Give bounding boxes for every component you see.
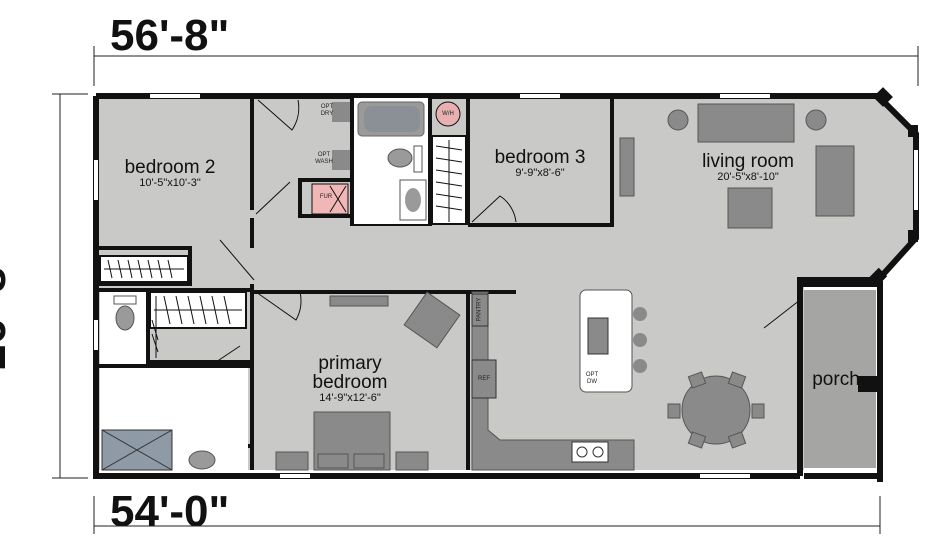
laundry-area bbox=[311, 102, 350, 215]
opt-dw-label: OPT DW bbox=[582, 372, 602, 386]
primary-bath bbox=[100, 292, 248, 472]
opt-wash-label-1: OPT bbox=[317, 152, 331, 158]
primary-bedroom-name-2: bedroom bbox=[312, 372, 388, 393]
living-room-name: living room bbox=[702, 151, 794, 172]
furnace-label: FUR bbox=[319, 194, 333, 200]
windows bbox=[94, 94, 918, 478]
primary-bedroom-furniture bbox=[275, 291, 461, 471]
opt-wash-label: OPT WASH bbox=[312, 152, 336, 166]
ref-label: REF bbox=[478, 376, 490, 382]
porch-name: porch bbox=[812, 369, 860, 390]
primary-bedroom-size: 14'-9"x12'-6" bbox=[319, 392, 381, 404]
primary-bedroom-name-1: primary bbox=[318, 353, 382, 374]
bedroom3-name: bedroom 3 bbox=[494, 147, 586, 168]
primary-closet bbox=[149, 291, 247, 358]
water-heater bbox=[435, 101, 461, 127]
bedroom2-label: bedroom 2 10'-5"x10'-3" bbox=[110, 158, 230, 189]
dining-table bbox=[667, 371, 765, 449]
bedroom2-closet bbox=[99, 255, 189, 283]
overall-width-top-label: 56'-8" bbox=[110, 11, 230, 60]
pantry-label: PANTRY bbox=[476, 297, 483, 322]
opt-dry-label-1: OPT bbox=[320, 104, 334, 110]
main-bath bbox=[354, 98, 428, 224]
opt-dw-label-1: OPT bbox=[585, 372, 599, 378]
opt-wash-label-2: WASH bbox=[315, 159, 333, 165]
opt-dw-label-2: DW bbox=[587, 379, 597, 385]
interior-walls bbox=[98, 94, 614, 470]
primary-bedroom-label: primary bedroom 14'-9"x12'-6" bbox=[290, 354, 410, 404]
bedroom3-label: bedroom 3 9'-9"x8'-6" bbox=[478, 148, 602, 179]
bedroom2-size: 10'-5"x10'-3" bbox=[139, 177, 201, 189]
kitchen bbox=[471, 289, 647, 471]
living-room-size: 20'-5"x8'-10" bbox=[717, 171, 779, 183]
opt-dry-label: OPT DRY bbox=[316, 104, 338, 118]
bedroom3-size: 9'-9"x8'-6" bbox=[515, 167, 565, 179]
bedroom2-name: bedroom 2 bbox=[124, 157, 216, 178]
porch-label: porch bbox=[802, 370, 870, 389]
living-room-label: living room 20'-5"x8'-10" bbox=[680, 152, 816, 183]
opt-dry-label-2: DRY bbox=[320, 111, 334, 117]
living-room-furniture bbox=[619, 103, 855, 229]
dimension-lines bbox=[52, 46, 919, 534]
water-heater-label: W/H bbox=[442, 111, 454, 117]
hall-closet bbox=[431, 135, 467, 225]
